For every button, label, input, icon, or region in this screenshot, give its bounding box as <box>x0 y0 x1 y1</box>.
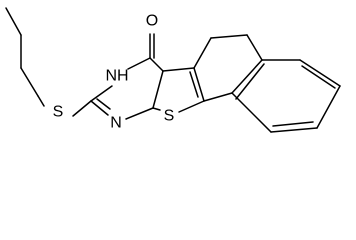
chemical-structure: O NH N S S <box>5 7 341 133</box>
bond <box>90 85 113 102</box>
bond <box>178 100 205 113</box>
thiophene-ring <box>152 67 205 113</box>
bond <box>299 59 341 87</box>
bond <box>231 92 272 133</box>
bond <box>193 37 212 69</box>
bond <box>149 57 164 72</box>
butyl-chain <box>5 7 92 117</box>
bond <box>127 57 151 70</box>
bond <box>152 107 161 111</box>
bond <box>20 67 39 97</box>
bond <box>235 63 265 100</box>
bond <box>193 67 205 102</box>
bond <box>210 34 248 39</box>
bond <box>5 7 22 36</box>
bond <box>203 92 233 102</box>
bond <box>152 70 164 109</box>
ring-nitrogen-label: N <box>110 115 122 132</box>
bond <box>125 107 154 120</box>
bond <box>162 67 195 72</box>
bond <box>270 127 318 133</box>
bond <box>301 65 336 89</box>
bond <box>72 100 92 117</box>
thioether-sulfur-label: S <box>53 104 64 121</box>
pyrimidinone-ring <box>90 33 164 120</box>
bond <box>272 121 314 127</box>
bond <box>96 98 111 110</box>
bond <box>189 71 199 98</box>
benzene-ring <box>231 59 341 133</box>
bond <box>90 100 109 116</box>
bond <box>316 85 341 129</box>
ring-sulfur-label: S <box>164 108 175 125</box>
carbonyl-oxygen-label: O <box>146 13 158 30</box>
bond <box>37 95 45 107</box>
nh-label: NH <box>105 68 128 85</box>
bond <box>246 34 263 61</box>
bond <box>231 59 263 94</box>
dihydro-ring <box>193 34 263 102</box>
